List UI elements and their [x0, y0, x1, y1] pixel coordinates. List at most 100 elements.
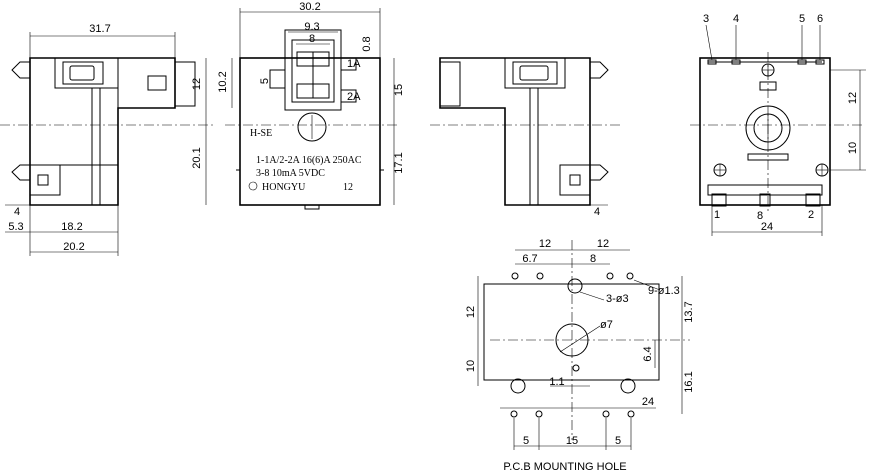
front-dim-right-h: 15 [393, 84, 405, 96]
pcb-outline [483, 283, 660, 381]
rear-side-view: 4 [430, 57, 620, 218]
bottom-dim-lower: 10 [847, 142, 859, 154]
rear-view-lower-window [569, 174, 581, 186]
pcb-dim-bottom-mid: 15 [566, 435, 578, 447]
bottom-label-3: 3 [703, 13, 709, 25]
side-view-terminal-inner [69, 65, 95, 81]
pcb-hole-small-8 [602, 410, 610, 418]
front-model: H-SE [250, 128, 272, 139]
side-view-pin-bottom [11, 164, 30, 181]
side-view-right-block [174, 61, 196, 107]
bottom-label-8: 8 [757, 210, 763, 222]
front-dim-width: 30.2 [299, 1, 320, 13]
side-dim-height-bottom: 20.1 [191, 147, 203, 168]
rear-view-pin-top [590, 61, 609, 79]
pcb-holes-small: 9-ø1.3 [648, 285, 680, 297]
pcb-dim-top-left: 12 [539, 238, 551, 250]
pcb-dim-span: 24 [642, 396, 654, 408]
pcb-dim-right-lower: 16.1 [683, 371, 695, 392]
pcb-dim-offset-v: 6.4 [642, 346, 654, 361]
bottom-base-rail [707, 184, 823, 196]
pcb-holes-mid: 3-ø3 [606, 293, 629, 305]
pcb-hole-center-leader [559, 325, 601, 353]
rear-view-top-block [504, 57, 566, 89]
pcb-dim-spacing-a: 6.7 [522, 253, 537, 265]
pcb-dim-offset-h: 1.1 [549, 376, 564, 388]
front-view-right-tab-1 [340, 57, 357, 71]
rear-view-pin-bottom [590, 164, 609, 181]
front-brand-logo [248, 181, 258, 191]
bottom-pin-8 [759, 193, 771, 207]
front-dim-inner-width: 9.3 [304, 21, 319, 33]
pcb-dim-left-lower: 10 [465, 360, 477, 372]
pcb-hole-mid-3 [620, 378, 636, 394]
side-view-lower-window [37, 174, 49, 186]
bottom-leader-3 [705, 24, 713, 61]
pcb-hole-small-3 [606, 272, 614, 280]
pcb-mid-hole-leader [579, 291, 605, 301]
front-rating-2: 3-8 10mA 5VDC [256, 168, 325, 179]
bottom-label-5: 5 [799, 13, 805, 25]
side-view-pin-top [11, 61, 30, 79]
bottom-dim-width: 24 [761, 221, 773, 233]
rear-view-body [439, 57, 591, 206]
pcb-hole-mid-2 [510, 378, 526, 394]
pcb-hole-small-6 [510, 410, 518, 418]
front-view-connector-inner [291, 39, 335, 103]
front-dim-left-h: 10.2 [217, 71, 229, 92]
side-dim-width: 31.7 [89, 23, 110, 35]
side-dim-total: 20.2 [63, 241, 84, 253]
pcb-hole-center-label: ø7 [600, 319, 613, 331]
pcb-hole-small-5 [572, 364, 580, 372]
pcb-dim-right-upper: 13.7 [683, 301, 695, 322]
pcb-caption: P.C.B MOUNTING HOLE [503, 461, 626, 473]
side-dim-inner: 18.2 [61, 221, 82, 233]
rear-view-terminal [512, 61, 558, 85]
bottom-label-1: 1 [714, 209, 720, 221]
side-view: 31.7 12 20.1 4 5.3 18.2 20.2 [0, 23, 215, 256]
front-dim-lower-h: 17.1 [393, 152, 405, 173]
front-terminal-2a: 2A [347, 91, 361, 103]
pcb-small-hole-leader [633, 279, 661, 291]
pcb-hole-small-7 [535, 410, 543, 418]
front-view: 1A 2A H-SE 1-1A/2-2A 16(6)A 250AC 3-8 10… [217, 1, 405, 210]
pcb-hole-small-4 [626, 272, 634, 280]
front-coil: 12 [343, 182, 353, 193]
bottom-view: 3 4 5 6 1 8 2 12 10 [690, 13, 866, 236]
bottom-pin-2 [805, 193, 821, 207]
front-brand: HONGYU [262, 182, 306, 193]
side-dim-offset: 5.3 [8, 221, 23, 233]
rear-dim-pin: 4 [594, 206, 600, 218]
pcb-dim-bottom-right: 5 [615, 435, 621, 447]
front-view-circle [297, 112, 327, 142]
pcb-hole-small-2 [536, 272, 544, 280]
side-dim-height-top: 12 [191, 78, 203, 90]
front-bottom-pin [304, 204, 320, 210]
pcb-hole-mid-1 [567, 278, 583, 294]
rear-view-left-block [439, 61, 461, 107]
pcb-hole-small-9 [627, 410, 635, 418]
side-view-terminal [62, 61, 104, 85]
bottom-dim-upper: 12 [847, 92, 859, 104]
front-view-right-tab-2 [340, 89, 357, 103]
side-dim-pin: 4 [14, 206, 20, 218]
bottom-view-body [699, 57, 831, 206]
front-dim-pin-span: 8 [309, 33, 315, 45]
front-terminal-1a: 1A [347, 58, 361, 70]
rear-view-lower-block [559, 164, 591, 196]
side-view-window [147, 75, 167, 91]
bottom-label-2: 2 [808, 209, 814, 221]
front-dim-gap: 0.8 [361, 36, 373, 51]
pcb-hole-small-1 [511, 272, 519, 280]
front-view-left-tab [269, 69, 286, 89]
pcb-dim-left-upper: 12 [465, 306, 477, 318]
pcb-dim-top-right: 12 [597, 238, 609, 250]
front-rating-1: 1-1A/2-2A 16(6)A 250AC [256, 155, 362, 166]
rear-view-terminal-inner [519, 65, 549, 81]
pcb-dim-spacing-b: 8 [590, 253, 596, 265]
front-dim-left-small: 5 [259, 78, 271, 84]
bottom-pin-1 [711, 193, 727, 207]
side-view-lower-block [29, 164, 61, 196]
bottom-label-6: 6 [817, 13, 823, 25]
